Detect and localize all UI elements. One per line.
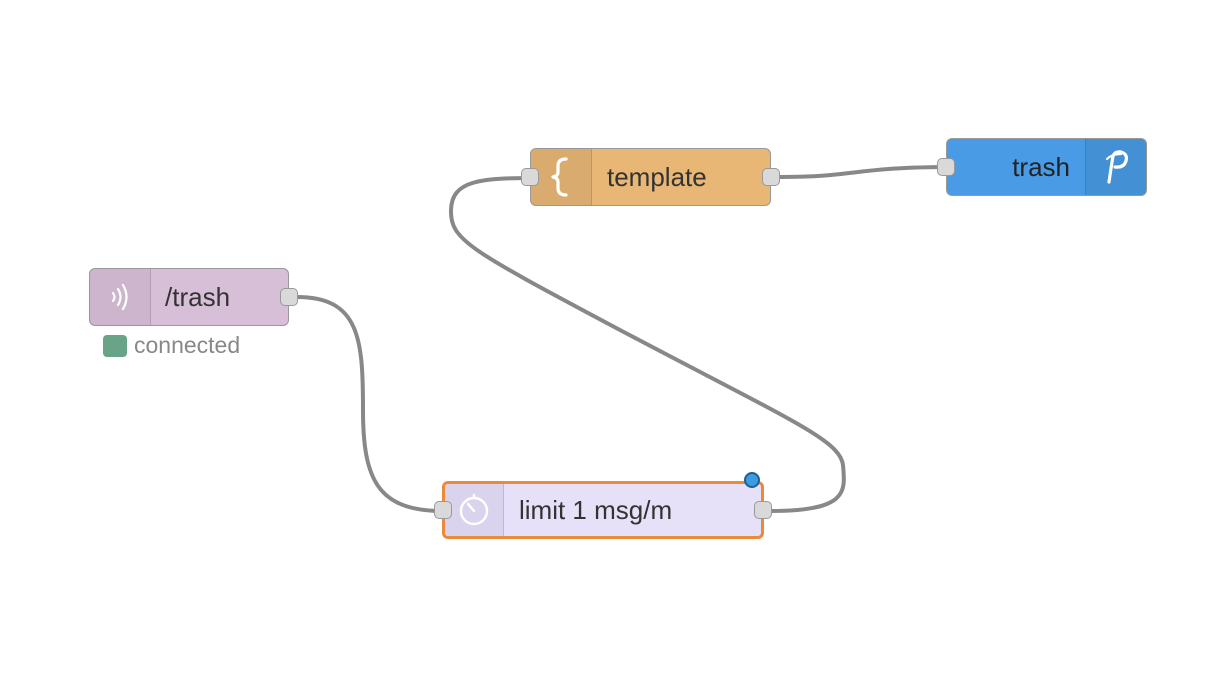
pushbullet-node-label: trash xyxy=(1012,151,1070,182)
wire-delay-to-template[interactable] xyxy=(448,176,846,513)
websocket-output-port[interactable] xyxy=(280,288,298,306)
delay-icon-area xyxy=(445,484,504,536)
delay-input-port[interactable] xyxy=(434,501,452,519)
template-node[interactable]: template xyxy=(521,148,780,206)
template-output-port[interactable] xyxy=(762,168,780,186)
pushbullet-input-port[interactable] xyxy=(937,158,955,176)
pushbullet-icon-area xyxy=(1085,139,1146,195)
node-changed-indicator xyxy=(744,472,760,488)
websocket-icon xyxy=(111,283,128,311)
template-node-label: template xyxy=(607,161,707,192)
template-icon-area xyxy=(531,149,592,205)
delay-node-label: limit 1 msg/m xyxy=(519,494,673,525)
delay-output-port[interactable] xyxy=(754,501,772,519)
template-input-port[interactable] xyxy=(521,168,539,186)
websocket-icon-area xyxy=(90,269,151,325)
websocket-status: connected xyxy=(103,332,240,359)
timer-icon xyxy=(459,493,489,526)
pushbullet-icon xyxy=(1105,150,1129,184)
pushbullet-out-node[interactable]: trash xyxy=(937,138,1147,196)
status-connected-indicator xyxy=(103,334,127,357)
delay-node[interactable]: limit 1 msg/m xyxy=(434,472,772,539)
websocket-node-label: /trash xyxy=(165,281,231,312)
curly-brace-icon xyxy=(551,157,568,197)
wire-websocket-to-delay[interactable] xyxy=(295,295,445,513)
websocket-in-node[interactable]: /trash xyxy=(89,268,298,326)
wire-template-to-trash[interactable] xyxy=(777,165,957,179)
status-text: connected xyxy=(134,332,241,358)
